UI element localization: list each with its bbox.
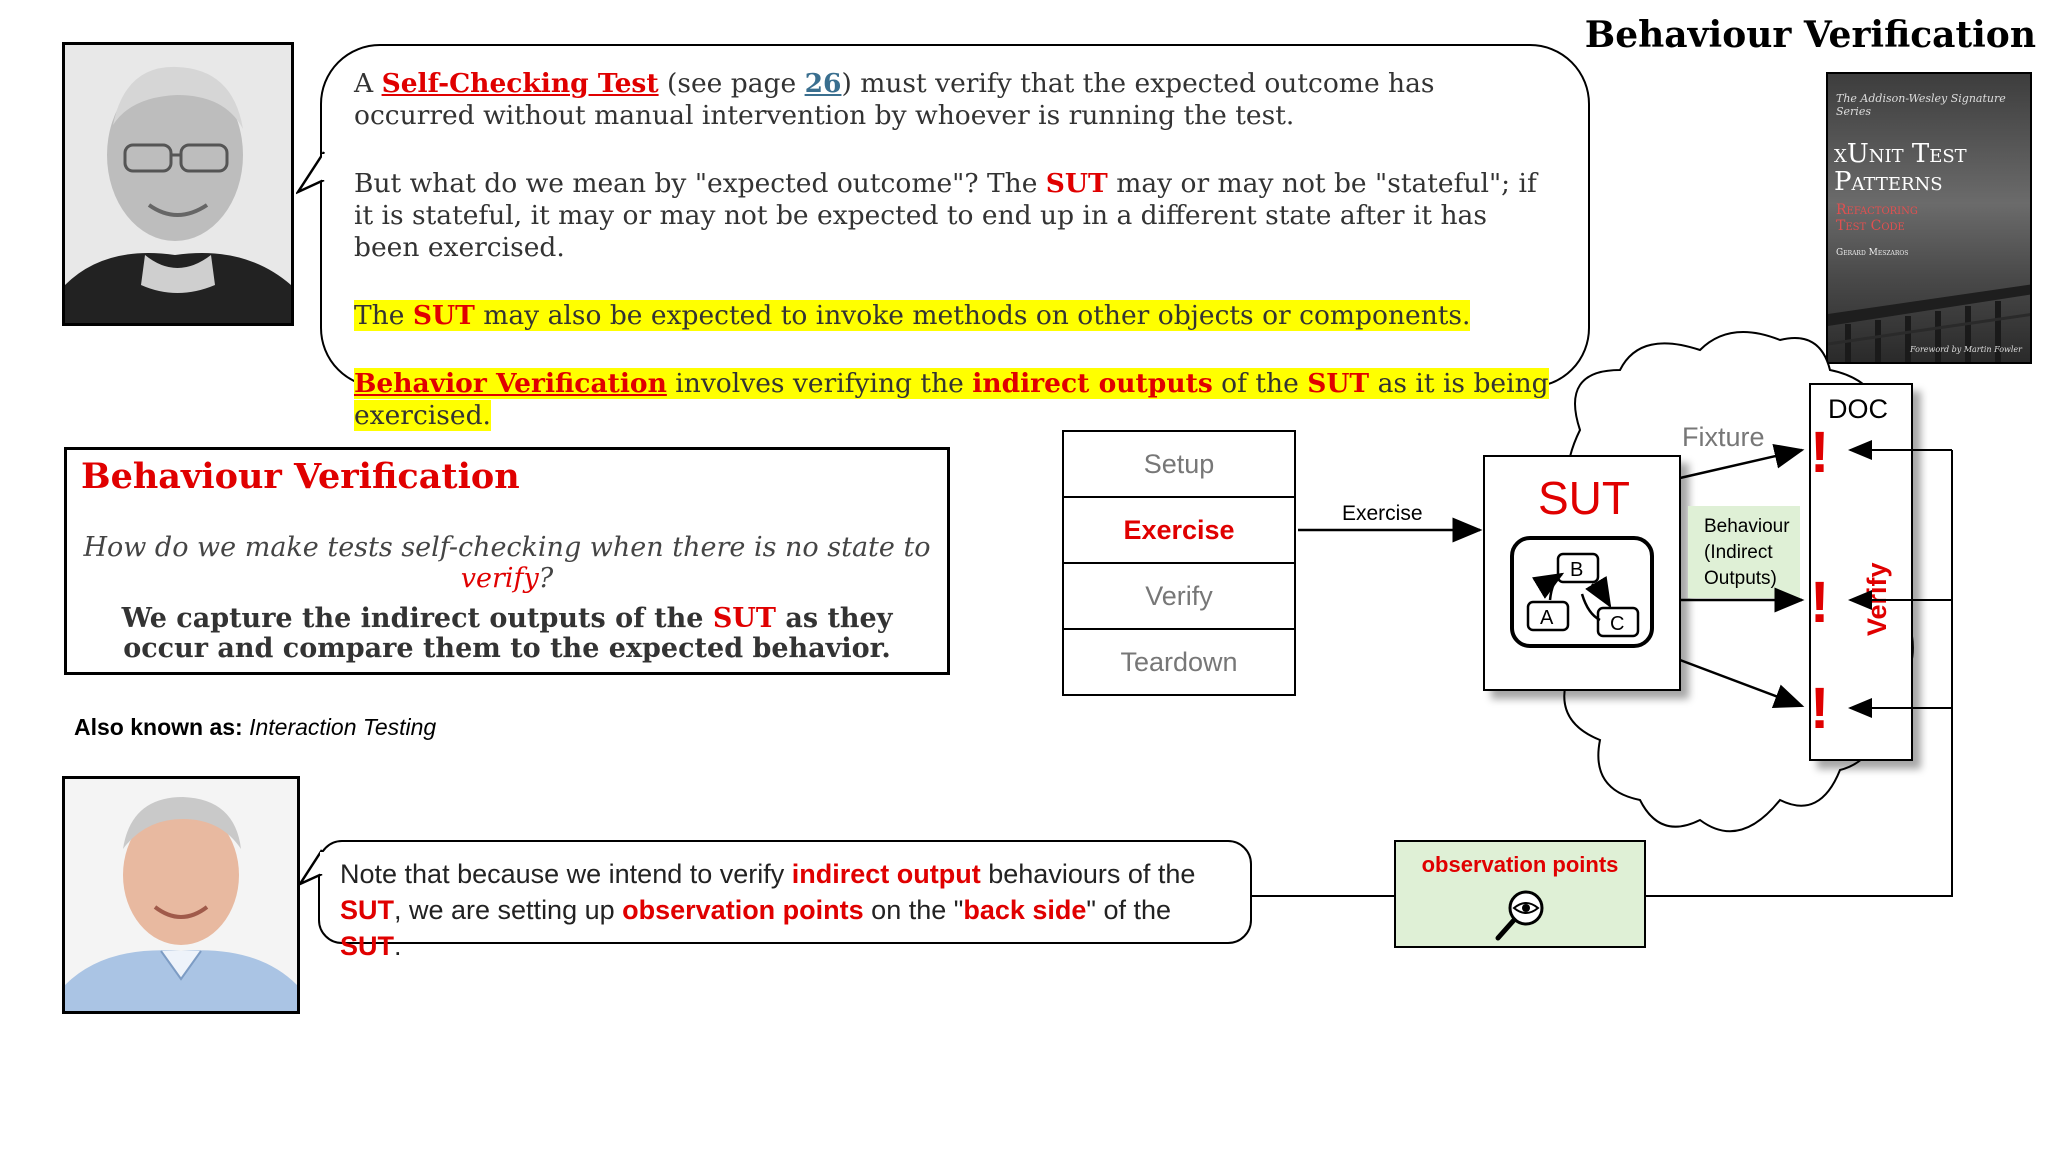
page-26-link[interactable]: 26: [804, 68, 842, 99]
text: Note that because we intend to verify: [340, 859, 792, 889]
bubble-paragraph-3: The SUT may also be expected to invoke m…: [354, 300, 1558, 332]
book-foreword: Foreword by Martin Fowler: [1910, 345, 2022, 354]
pattern-title: Behaviour Verification: [81, 456, 520, 497]
exclamation-icon-2: !: [1810, 570, 1829, 635]
exclamation-icon-3: !: [1810, 676, 1829, 741]
sut-to-doc-arrow-3: [1679, 658, 1805, 708]
text: .: [394, 931, 402, 961]
test-phases-table: Setup Exercise Verify Teardown: [1062, 430, 1296, 696]
text: , we are setting up: [394, 895, 623, 925]
text: of the: [1212, 368, 1308, 399]
author-photo-top: [62, 42, 294, 326]
observation-points-term: observation points: [622, 895, 864, 925]
book-title-line-1: xUnit Test: [1834, 139, 1967, 169]
book-cover: The Addison-Wesley Signature Series xUni…: [1826, 72, 2032, 364]
behaviour-label-box: [1688, 506, 1800, 598]
text: ?: [538, 563, 554, 594]
verify-connector: [1646, 450, 1953, 897]
behaviour-label-3: Outputs): [1704, 568, 1777, 589]
text: as it is being exercised.: [354, 368, 1549, 431]
bridge-illustration-icon: [1828, 284, 2030, 362]
book-author: Gerard Meszaros: [1836, 248, 1909, 258]
speech-bubble-tail-bottom: [298, 849, 324, 887]
text: involves verifying the: [666, 368, 973, 399]
aka-label: Also known as:: [74, 714, 243, 740]
author-photo-bottom: [62, 776, 300, 1014]
bubble-paragraph-1: A Self-Checking Test (see page 26) must …: [354, 68, 1558, 132]
text: How do we make tests self-checking when …: [83, 532, 931, 563]
phase-exercise: Exercise: [1064, 498, 1294, 564]
phase-verify: Verify: [1064, 564, 1294, 630]
text: may also be expected to invoke methods o…: [474, 300, 1471, 331]
state-machine-icon: [1510, 536, 1654, 648]
speech-bubble-tail-top: [296, 151, 326, 195]
sut-term: SUT: [1307, 368, 1370, 399]
exercise-arrow-label: Exercise: [1342, 502, 1423, 525]
observation-points-box: observation points: [1394, 840, 1646, 948]
speech-bubble-bottom: Note that because we intend to verify in…: [318, 840, 1252, 961]
behaviour-label-2: (Indirect: [1704, 542, 1773, 563]
book-title-line-2: Patterns: [1834, 167, 1943, 197]
observation-points-label: observation points: [1421, 852, 1619, 877]
bubble-paragraph-2: But what do we mean by "expected outcome…: [354, 168, 1558, 264]
book-series: The Addison-Wesley Signature Series: [1836, 92, 2006, 118]
text: We capture the indirect outputs of the: [121, 603, 713, 634]
text: " of the: [1086, 895, 1172, 925]
state-node-a: A: [1540, 607, 1554, 629]
magnifier-eye-icon: [1495, 890, 1544, 941]
person-portrait-icon: [65, 45, 291, 323]
person-portrait-icon: [65, 779, 297, 1011]
sut-label: SUT: [1538, 472, 1630, 524]
speech-bubble-top: A Self-Checking Test (see page 26) must …: [320, 44, 1590, 431]
sut-to-doc-arrow-1: [1679, 443, 1805, 480]
back-side-term: back side: [963, 895, 1087, 925]
also-known-as: Also known as: Interaction Testing: [74, 714, 436, 741]
pattern-box: Behaviour Verification How do we make te…: [64, 447, 950, 675]
text: as they occur and compare them to the ex…: [123, 603, 893, 664]
state-node-c: C: [1610, 613, 1624, 635]
phase-teardown: Teardown: [1064, 630, 1294, 694]
behaviour-label-1: Behaviour: [1704, 516, 1790, 537]
aka-value: Interaction Testing: [249, 714, 437, 740]
text: But what do we mean by "expected outcome…: [354, 168, 1046, 199]
sut-term: SUT: [1045, 168, 1108, 199]
text: on the ": [863, 895, 964, 925]
pattern-question: How do we make tests self-checking when …: [67, 532, 947, 594]
doc-label: DOC: [1828, 394, 1888, 424]
indirect-output-term: indirect output: [791, 859, 981, 889]
state-node-b: B: [1570, 559, 1583, 581]
text: The: [354, 300, 413, 331]
page-title: Behaviour Verification: [1584, 14, 2036, 56]
text: may or may not be "stateful"; if it is s…: [354, 168, 1537, 263]
self-checking-test-link[interactable]: Self-Checking Test: [381, 68, 659, 99]
text: ) must verify that the expected outcome …: [354, 68, 1435, 131]
phase-setup: Setup: [1064, 432, 1294, 498]
bubble-paragraph-4: Behavior Verification involves verifying…: [354, 368, 1558, 432]
sut-term: SUT: [340, 895, 394, 925]
book-subtitle-line-1: Refactoring: [1836, 202, 1918, 218]
text: A: [354, 68, 382, 99]
verify-term: verify: [460, 563, 539, 594]
text: behaviours of the: [980, 859, 1196, 889]
behavior-verification-link[interactable]: Behavior Verification: [354, 368, 667, 399]
fixture-label: Fixture: [1682, 422, 1765, 452]
sut-term: SUT: [712, 603, 776, 634]
book-subtitle-line-2: Test Code: [1836, 218, 1905, 234]
indirect-outputs-term: indirect outputs: [972, 368, 1213, 399]
pattern-answer: We capture the indirect outputs of the S…: [97, 604, 917, 664]
exclamation-icon-1: !: [1810, 420, 1829, 485]
text: (see page: [658, 68, 805, 99]
sut-term: SUT: [340, 931, 394, 961]
sut-term: SUT: [412, 300, 475, 331]
